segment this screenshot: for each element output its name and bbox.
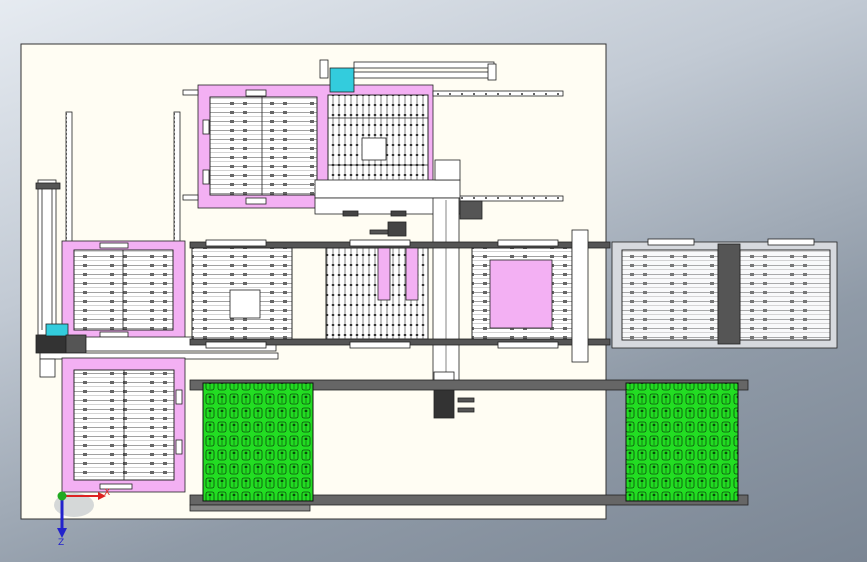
pallet-station-left-middle [61, 240, 186, 340]
right-conveyor [611, 238, 838, 349]
crate-stack-left [202, 382, 314, 502]
triad-x-label: X [104, 488, 110, 498]
pallet-station-left-bottom [61, 357, 186, 493]
bottom-crate-rails [189, 379, 749, 512]
main-conveyor [189, 229, 611, 363]
coordinate-triad-icon [54, 491, 106, 538]
gantry-top-beam [319, 59, 497, 93]
crate-stack-right [625, 382, 739, 502]
pallet-grid-top-right [327, 94, 429, 194]
triad-z-label: Z [58, 538, 64, 548]
gantry-crossbar [314, 159, 483, 220]
